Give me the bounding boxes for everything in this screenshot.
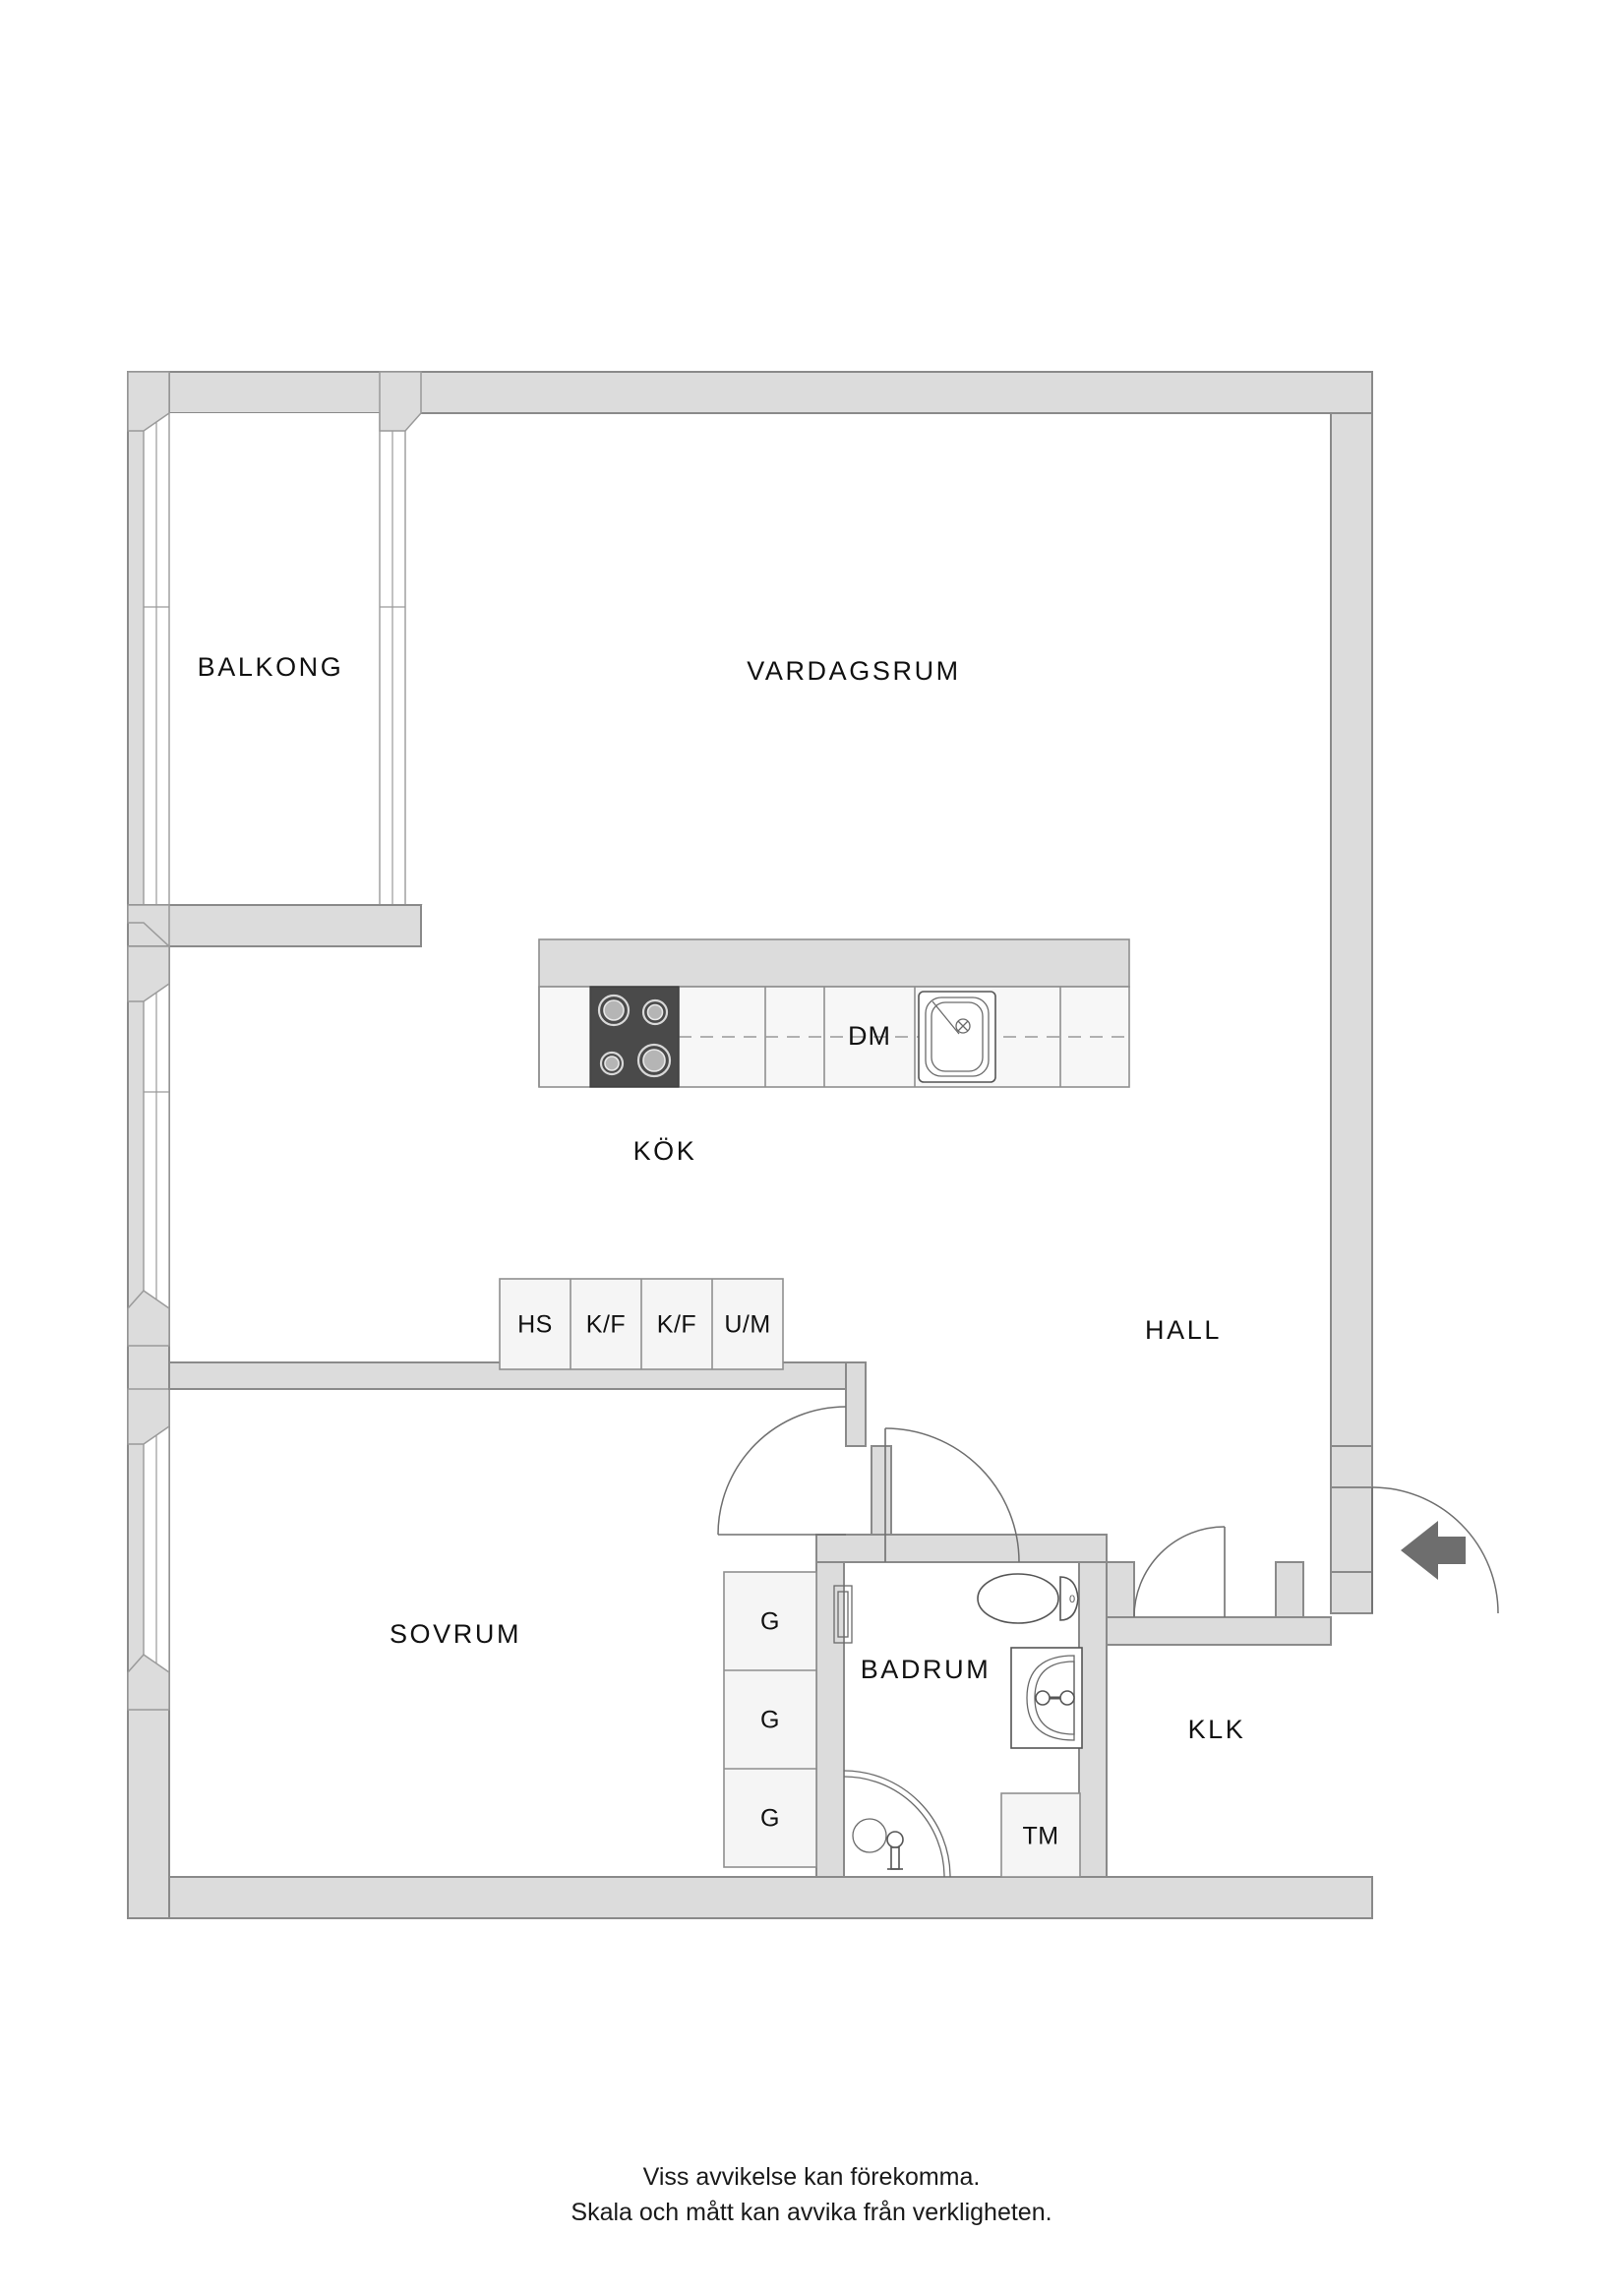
appliance-label-hs: HS — [517, 1311, 553, 1339]
caption-line-2: Skala och mått kan avvika från verklighe… — [571, 2198, 1052, 2226]
doors — [717, 1406, 1499, 1618]
bathroom-fixtures: 0 TM — [833, 1573, 1083, 1878]
room-label-vardagsrum: VARDAGSRUM — [747, 656, 961, 686]
toilet-icon: 0 — [977, 1573, 1079, 1624]
closet-label-g-1: G — [760, 1608, 780, 1636]
dishwasher-label: DM — [848, 1021, 891, 1051]
floor-drain-icon — [852, 1818, 887, 1853]
caption-line-1: Viss avvikelse kan förekomma. — [642, 2163, 981, 2191]
room-label-balkong: BALKONG — [198, 652, 344, 682]
door-bathroom — [884, 1427, 1020, 1563]
exterior-windows-left — [127, 945, 170, 1711]
room-label-sovrum: SOVRUM — [390, 1619, 521, 1649]
closet-label-g-3: G — [760, 1805, 780, 1833]
sink-icon — [918, 991, 996, 1083]
room-labels: BALKONG VARDAGSRUM KÖK HALL SOVRUM BADRU… — [198, 652, 1246, 1744]
door-bedroom — [717, 1406, 847, 1536]
appliance-row: HS K/F K/F U/M — [499, 1278, 784, 1370]
room-label-hall: HALL — [1145, 1315, 1222, 1345]
closet-label-g-2: G — [760, 1707, 780, 1734]
arrow-left-icon — [1401, 1521, 1466, 1580]
room-label-badrum: BADRUM — [861, 1655, 992, 1684]
upper-cabinets — [538, 938, 1130, 988]
closet-column: G G G — [723, 1571, 817, 1868]
svg-text:0: 0 — [1069, 1594, 1075, 1605]
door-entrance — [1371, 1486, 1499, 1614]
appliance-label-um: U/M — [724, 1311, 770, 1339]
appliance-label-kf-2: K/F — [657, 1311, 696, 1339]
washing-machine-label: TM — [1022, 1823, 1058, 1850]
disclaimer-caption: Viss avvikelse kan förekomma. Skala och … — [0, 2160, 1623, 2230]
appliance-label-kf-1: K/F — [586, 1311, 626, 1339]
kitchen-counter: DM — [538, 938, 1130, 1088]
room-label-klk: KLK — [1188, 1715, 1246, 1744]
room-label-kok: KÖK — [633, 1136, 697, 1166]
stove-icon — [589, 986, 680, 1088]
shower-mixer-icon — [886, 1831, 904, 1870]
washbasin-icon — [1010, 1647, 1083, 1749]
balcony-structure — [127, 371, 423, 948]
door-klk — [1133, 1526, 1226, 1618]
washing-machine: TM — [1000, 1792, 1081, 1878]
shower-icon — [843, 1770, 951, 1878]
